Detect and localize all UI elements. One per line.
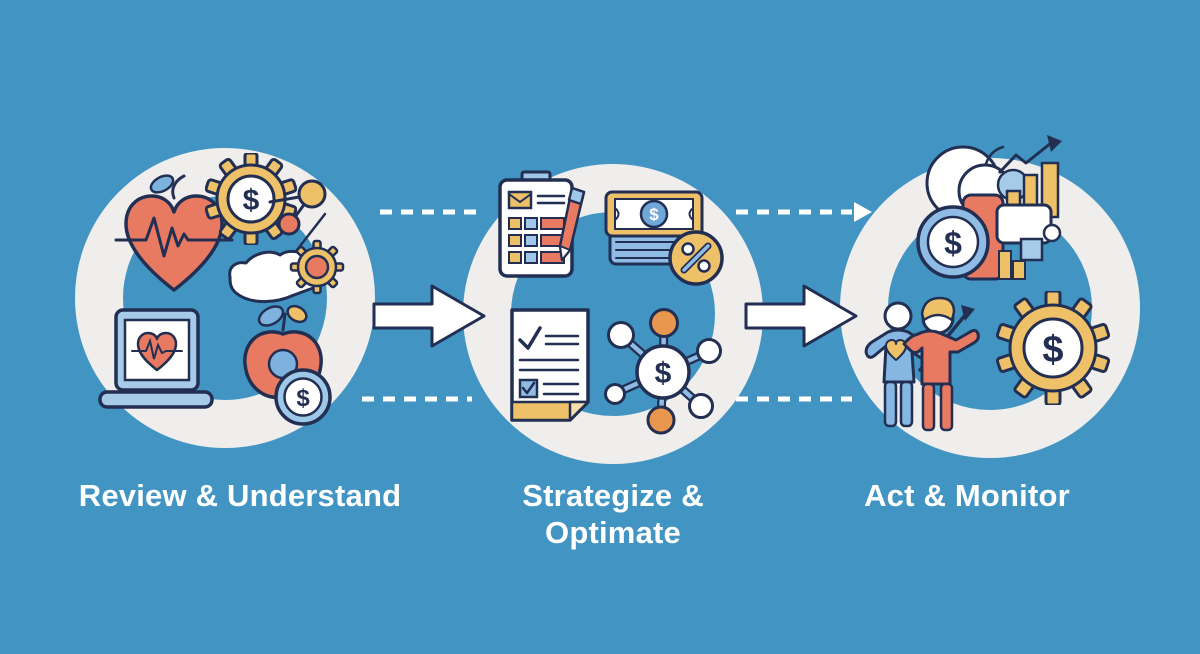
- laptop-heart-monitor-icon: [98, 308, 214, 409]
- checked-document-icon: [510, 308, 590, 422]
- stage-1-label: Review & Understand: [70, 477, 410, 514]
- dashed-arrow-top-right: [736, 202, 872, 222]
- dollar-glyph: $: [243, 184, 260, 217]
- dollar-glyph: $: [1042, 329, 1063, 371]
- dollar-network-hub-icon: $: [604, 308, 722, 435]
- dollar-coin-icon: $: [274, 368, 332, 426]
- dashed-line-top-left: [380, 209, 476, 215]
- heart-ekg-icon: [114, 174, 234, 292]
- stage-2-label-line-2: Optimate: [545, 515, 681, 550]
- cash-stack-discount-coin-icon: $: [604, 190, 724, 286]
- dashed-line-bottom-right: [736, 396, 852, 402]
- dollar-glyph: $: [296, 385, 310, 412]
- stage-3-label: Act & Monitor: [822, 477, 1112, 514]
- molecule-nodes-icon: [268, 179, 327, 236]
- stage-1-label-text: Review & Understand: [78, 478, 402, 513]
- dollar-glyph: $: [655, 357, 672, 390]
- hand-with-gear-icon: [228, 212, 345, 303]
- dollar-glyph: $: [649, 205, 659, 224]
- stage-2-label-line-1: Strategize &: [522, 478, 704, 513]
- growth-chart-dollar-composite-icon: $: [916, 135, 1062, 281]
- people-team-arrow-icon: [864, 296, 980, 432]
- checklist-clipboard-pencil-icon: [498, 170, 586, 278]
- dollar-glyph: $: [944, 225, 962, 261]
- stage-3-label-text: Act & Monitor: [864, 478, 1070, 513]
- solid-arrow-1: [372, 284, 486, 348]
- stage-2-label: Strategize & Optimate: [482, 477, 744, 551]
- dollar-gear-icon: $: [205, 153, 297, 245]
- solid-arrow-2: [744, 284, 858, 348]
- dollar-gear-large-icon: $: [996, 291, 1110, 405]
- dashed-line-bottom-left: [362, 396, 472, 402]
